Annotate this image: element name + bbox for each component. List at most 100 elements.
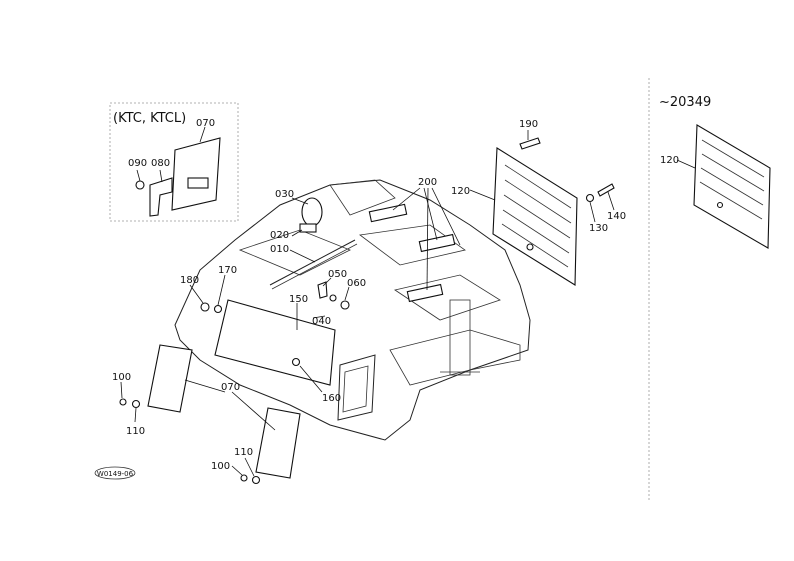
grille-alternate bbox=[693, 124, 771, 249]
alt-slat-2 bbox=[701, 153, 765, 192]
grille-main bbox=[492, 137, 615, 286]
leader-070-a bbox=[184, 379, 226, 393]
callout-120-main: 120 bbox=[451, 186, 470, 197]
grille-slat-5 bbox=[501, 223, 569, 268]
alt-slat-3 bbox=[700, 167, 764, 206]
callout-170: 170 bbox=[218, 265, 237, 276]
leader-040 bbox=[312, 315, 326, 319]
leader-110-a bbox=[134, 407, 137, 423]
callout-050: 050 bbox=[328, 269, 347, 280]
clip-050 bbox=[317, 281, 328, 299]
inner-panel-left bbox=[238, 229, 351, 276]
side-window-inner bbox=[342, 365, 369, 413]
grille-hole bbox=[526, 243, 534, 251]
panel-150 bbox=[214, 299, 336, 386]
leader-200-a bbox=[392, 187, 421, 211]
callout-labels: 030 020 010 050 060 040 150 160 170 180 … bbox=[112, 95, 711, 472]
callout-140: 140 bbox=[607, 211, 626, 222]
callout-200: 200 bbox=[418, 177, 437, 188]
grille-slat-3 bbox=[503, 194, 571, 239]
roof-slot-2 bbox=[418, 233, 456, 253]
drawing-code: W0149-06 bbox=[97, 470, 134, 478]
inner-panel-right bbox=[394, 274, 501, 321]
drawing-code-stamp: W0149-06 bbox=[94, 466, 136, 480]
bolt-060 bbox=[340, 300, 350, 310]
grille-slat-2 bbox=[504, 179, 572, 224]
washer-170 bbox=[213, 304, 223, 314]
leader-100-a bbox=[120, 381, 123, 399]
clip-030 bbox=[301, 197, 323, 227]
grille-120-frame bbox=[492, 147, 578, 286]
leader-130 bbox=[589, 201, 596, 223]
front-face bbox=[389, 329, 521, 386]
pillar-right bbox=[449, 299, 471, 376]
leader-050 bbox=[322, 277, 332, 287]
leader-100-b bbox=[231, 465, 243, 476]
alt-slat-4 bbox=[699, 181, 763, 220]
leader-140 bbox=[607, 191, 615, 211]
nut-180 bbox=[200, 302, 210, 312]
callout-080: 080 bbox=[151, 158, 170, 169]
callout-060: 060 bbox=[347, 278, 366, 289]
leader-180 bbox=[189, 284, 204, 304]
callout-190: 190 bbox=[519, 119, 538, 130]
leader-lines bbox=[120, 130, 696, 477]
callout-010: 010 bbox=[270, 244, 289, 255]
leader-090 bbox=[136, 169, 141, 182]
rod bbox=[269, 239, 356, 286]
callout-150: 150 bbox=[289, 294, 308, 305]
inset-plate-slot bbox=[187, 177, 209, 189]
serial-note: ~20349 bbox=[659, 95, 711, 110]
washer-110-b bbox=[251, 475, 261, 485]
stamp-oval bbox=[94, 466, 136, 480]
callout-070-main: 070 bbox=[221, 382, 240, 393]
roof-panel bbox=[329, 179, 396, 216]
bracket-020 bbox=[299, 223, 317, 233]
small-hardware bbox=[200, 197, 350, 314]
leader-030 bbox=[291, 197, 309, 205]
side-window-cutout bbox=[337, 354, 376, 421]
clip-190 bbox=[519, 137, 541, 150]
inset-bracket bbox=[149, 177, 173, 217]
washer-130 bbox=[585, 193, 595, 203]
leader-070-inset bbox=[199, 126, 206, 143]
leader-200-c bbox=[426, 187, 429, 291]
pad-070-bottom bbox=[255, 407, 301, 479]
callout-100-b: 100 bbox=[211, 461, 230, 472]
inset-title: (KTC, KTCL) bbox=[113, 111, 186, 126]
alt-slat-1 bbox=[701, 139, 765, 178]
front-cover-panel bbox=[214, 299, 336, 386]
callout-020: 020 bbox=[270, 230, 289, 241]
washer-110-a bbox=[131, 399, 141, 409]
cabin-outline bbox=[174, 179, 531, 441]
callout-090: 090 bbox=[128, 158, 147, 169]
inset-ktc-ktcl: (KTC, KTCL) 070 080 090 bbox=[109, 102, 239, 222]
bolt-100-a bbox=[119, 398, 127, 406]
leader-020 bbox=[291, 229, 303, 237]
roof-slot-1 bbox=[368, 203, 408, 223]
leader-070-b bbox=[231, 391, 276, 431]
callout-160: 160 bbox=[322, 393, 341, 404]
leader-010 bbox=[289, 249, 316, 263]
bolt-140 bbox=[597, 183, 615, 197]
callout-120-alt: 120 bbox=[660, 155, 679, 166]
grille-slat-1 bbox=[504, 164, 572, 209]
leader-110-b bbox=[244, 457, 255, 477]
inset-bolt bbox=[135, 180, 145, 190]
inset-dashed-border bbox=[109, 102, 239, 222]
rod-edge bbox=[271, 243, 358, 290]
pad-070-left bbox=[147, 344, 193, 413]
callout-130: 130 bbox=[589, 223, 608, 234]
leader-200-d bbox=[431, 187, 461, 246]
leader-120-alt bbox=[676, 159, 696, 169]
leader-060 bbox=[344, 286, 350, 301]
bolt-100-b bbox=[240, 474, 248, 482]
leader-160 bbox=[299, 365, 323, 393]
side-pads bbox=[119, 344, 301, 485]
callout-110-a: 110 bbox=[126, 426, 145, 437]
inner-panel-center bbox=[358, 224, 466, 266]
callout-040: 040 bbox=[312, 316, 331, 327]
callout-030: 030 bbox=[275, 189, 294, 200]
inset-cover-plate bbox=[171, 137, 221, 211]
